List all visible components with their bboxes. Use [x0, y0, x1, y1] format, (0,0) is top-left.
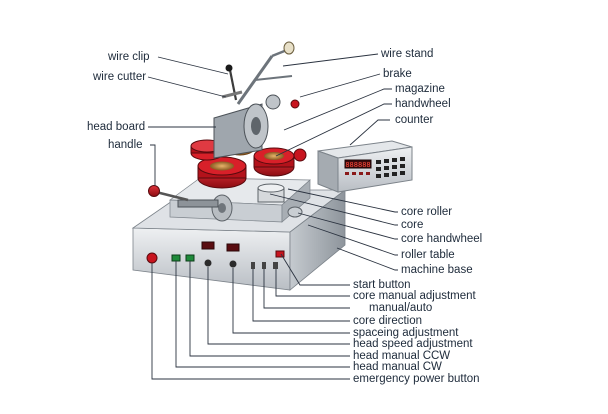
label-start-button: start button	[353, 279, 411, 291]
label-core-roller: core roller	[401, 206, 453, 218]
emergency-power-button[interactable]	[146, 252, 158, 264]
label-handle: handle	[108, 139, 143, 151]
core-manual-adjustment-switch[interactable]	[273, 262, 278, 269]
speed-display	[201, 241, 215, 250]
wire-cutter-blade	[221, 90, 243, 99]
spacing-display	[226, 243, 240, 252]
counter-box: 888888	[317, 140, 413, 193]
manual-auto-switch[interactable]	[262, 262, 266, 269]
counter-digits: 888888	[345, 161, 370, 169]
label-wire-cutter: wire cutter	[93, 71, 147, 83]
label-core-direction: core direction	[353, 315, 423, 327]
label-magazine: magazine	[395, 83, 445, 95]
brake-wheel	[265, 94, 281, 110]
label-head-manual-cw: head manual CW	[353, 361, 442, 373]
core-rollers	[177, 183, 285, 208]
label-head-manual-ccw: head manual CCW	[353, 350, 451, 362]
head-manual-cw-button[interactable]	[171, 254, 181, 262]
head-speed-knob[interactable]	[204, 259, 212, 267]
label-head-board: head board	[87, 121, 146, 133]
label-core-handwheel: core handwheel	[401, 233, 483, 245]
label-brake: brake	[383, 68, 412, 80]
label-machine-base: machine base	[401, 264, 473, 276]
label-roller-table: roller table	[401, 249, 455, 261]
label-core: core	[401, 219, 424, 231]
handle	[148, 185, 189, 202]
core-direction-switch[interactable]	[251, 262, 255, 269]
label-counter: counter	[395, 114, 434, 126]
label-spaceing-adjustment: spaceing adjustment	[353, 327, 459, 339]
wire-stand	[221, 41, 300, 110]
start-button[interactable]	[275, 250, 285, 258]
head-board	[213, 103, 269, 159]
label-head-speed-adjustment: head speed adjustment	[353, 338, 473, 350]
head-manual-ccw-button[interactable]	[185, 254, 195, 262]
leader-lines	[147, 53, 398, 380]
spacing-knob[interactable]	[229, 260, 237, 268]
label-wire-stand: wire stand	[381, 48, 434, 60]
label-core-manual-adjustment: core manual adjustment	[353, 290, 476, 302]
label-manual-auto: manual/auto	[369, 302, 433, 314]
label-emergency-power-button: emergency power button	[353, 373, 480, 385]
label-handwheel: handwheel	[395, 98, 451, 110]
label-wire-clip: wire clip	[108, 51, 150, 63]
counter-display	[344, 159, 372, 169]
